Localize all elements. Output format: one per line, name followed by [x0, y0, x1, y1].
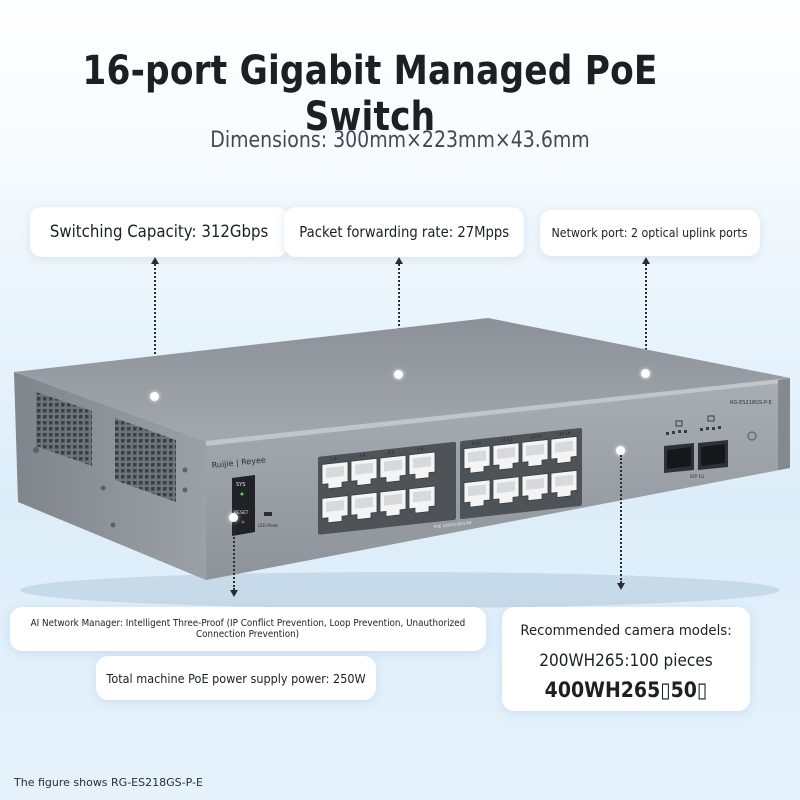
port-number-label: 13 14 — [530, 433, 542, 439]
port-number-label: 7 8 — [417, 446, 424, 452]
poe-label: PoE 1000/100/10M — [434, 520, 472, 529]
rj45-port-contacts — [497, 481, 515, 494]
camera-model-1: 200WH265:100 pieces — [539, 651, 713, 671]
dimensions-subtitle: Dimensions: 300mm×223mm×43.6mm — [210, 128, 590, 153]
rj45-port-contacts — [384, 459, 402, 472]
callout-dot — [641, 369, 650, 378]
figure-footnote: The figure shows RG-ES218GS-P-E — [14, 776, 203, 789]
led-mode-label: LED Mode — [258, 523, 279, 528]
arrow-down-icon — [617, 583, 625, 590]
ai-manager-line2: Connection Prevention) — [196, 629, 300, 640]
arrow-down-icon — [230, 590, 238, 597]
rj45-port-contacts — [468, 484, 486, 497]
ai-manager-callout: AI Network Manager: Intelligent Three-Pr… — [10, 607, 486, 651]
rj45-port-contacts — [326, 466, 344, 479]
callout-line — [398, 264, 400, 374]
port-number-label: 5 6 — [388, 449, 395, 455]
rj45-port-contacts — [413, 456, 431, 469]
rj45-port-contacts — [355, 496, 373, 509]
callout-line — [233, 522, 235, 590]
camera-recommendation-callout: Recommended camera models: 200WH265:100 … — [502, 607, 750, 711]
port-number-label: 3 4 — [359, 453, 366, 459]
model-label: RG-ES218GS-P-E — [730, 400, 772, 406]
ai-manager-line1: AI Network Manager: Intelligent Three-Pr… — [30, 618, 466, 629]
arrow-up-icon — [642, 257, 650, 264]
rj45-port-contacts — [526, 443, 544, 456]
callout-line — [154, 264, 156, 394]
rj45-port-contacts — [526, 477, 544, 490]
callout-dot — [394, 370, 403, 379]
rj45-port-contacts — [497, 447, 515, 460]
port-number-label: 9 10 — [472, 440, 481, 446]
switching-capacity-callout: Switching Capacity: 312Gbps — [30, 207, 288, 257]
callout-line — [645, 264, 647, 374]
network-port-callout: Network port: 2 optical uplink ports — [540, 210, 760, 256]
sys-label: SYS — [236, 482, 245, 488]
switching-capacity-text: Switching Capacity: 312Gbps — [49, 222, 269, 242]
port-number-label: 11 12 — [501, 436, 513, 442]
camera-model-2: 400WH265▯50▯ — [544, 678, 708, 702]
reset-label: RESET — [234, 510, 249, 516]
forwarding-rate-text: Packet forwarding rate: 27Mpps — [299, 223, 509, 241]
rj45-port-contacts — [555, 440, 573, 453]
rj45-port-contacts — [413, 490, 431, 503]
forwarding-rate-callout: Packet forwarding rate: 27Mpps — [284, 207, 524, 257]
callout-dot — [150, 392, 159, 401]
page-title: 16-port Gigabit Managed PoE Switch — [82, 48, 658, 140]
poe-power-text: Total machine PoE power supply power: 25… — [106, 670, 366, 686]
arrow-up-icon — [151, 257, 159, 264]
network-port-text: Network port: 2 optical uplink ports — [552, 226, 748, 240]
port-number-label: 15 16 — [559, 430, 571, 436]
callout-dot — [229, 513, 238, 522]
ethernet-ports: 1 2 3 4 5 6 7 8 9 10 11 12 13 14 15 16 PoE 1000/… — [321, 430, 578, 529]
rj45-port-contacts — [555, 474, 573, 487]
sfp-label: SFP 1G — [690, 474, 704, 479]
callout-dot — [616, 446, 625, 455]
rj45-port-contacts — [326, 500, 344, 513]
arrow-up-icon — [395, 257, 403, 264]
poe-power-callout: Total machine PoE power supply power: 25… — [96, 656, 376, 700]
port-number-label: 1 2 — [330, 456, 337, 462]
rj45-port-contacts — [468, 450, 486, 463]
callout-line — [620, 455, 622, 583]
camera-heading: Recommended camera models: — [520, 623, 732, 639]
rj45-port-contacts — [384, 493, 402, 506]
rj45-port-contacts — [355, 462, 373, 475]
